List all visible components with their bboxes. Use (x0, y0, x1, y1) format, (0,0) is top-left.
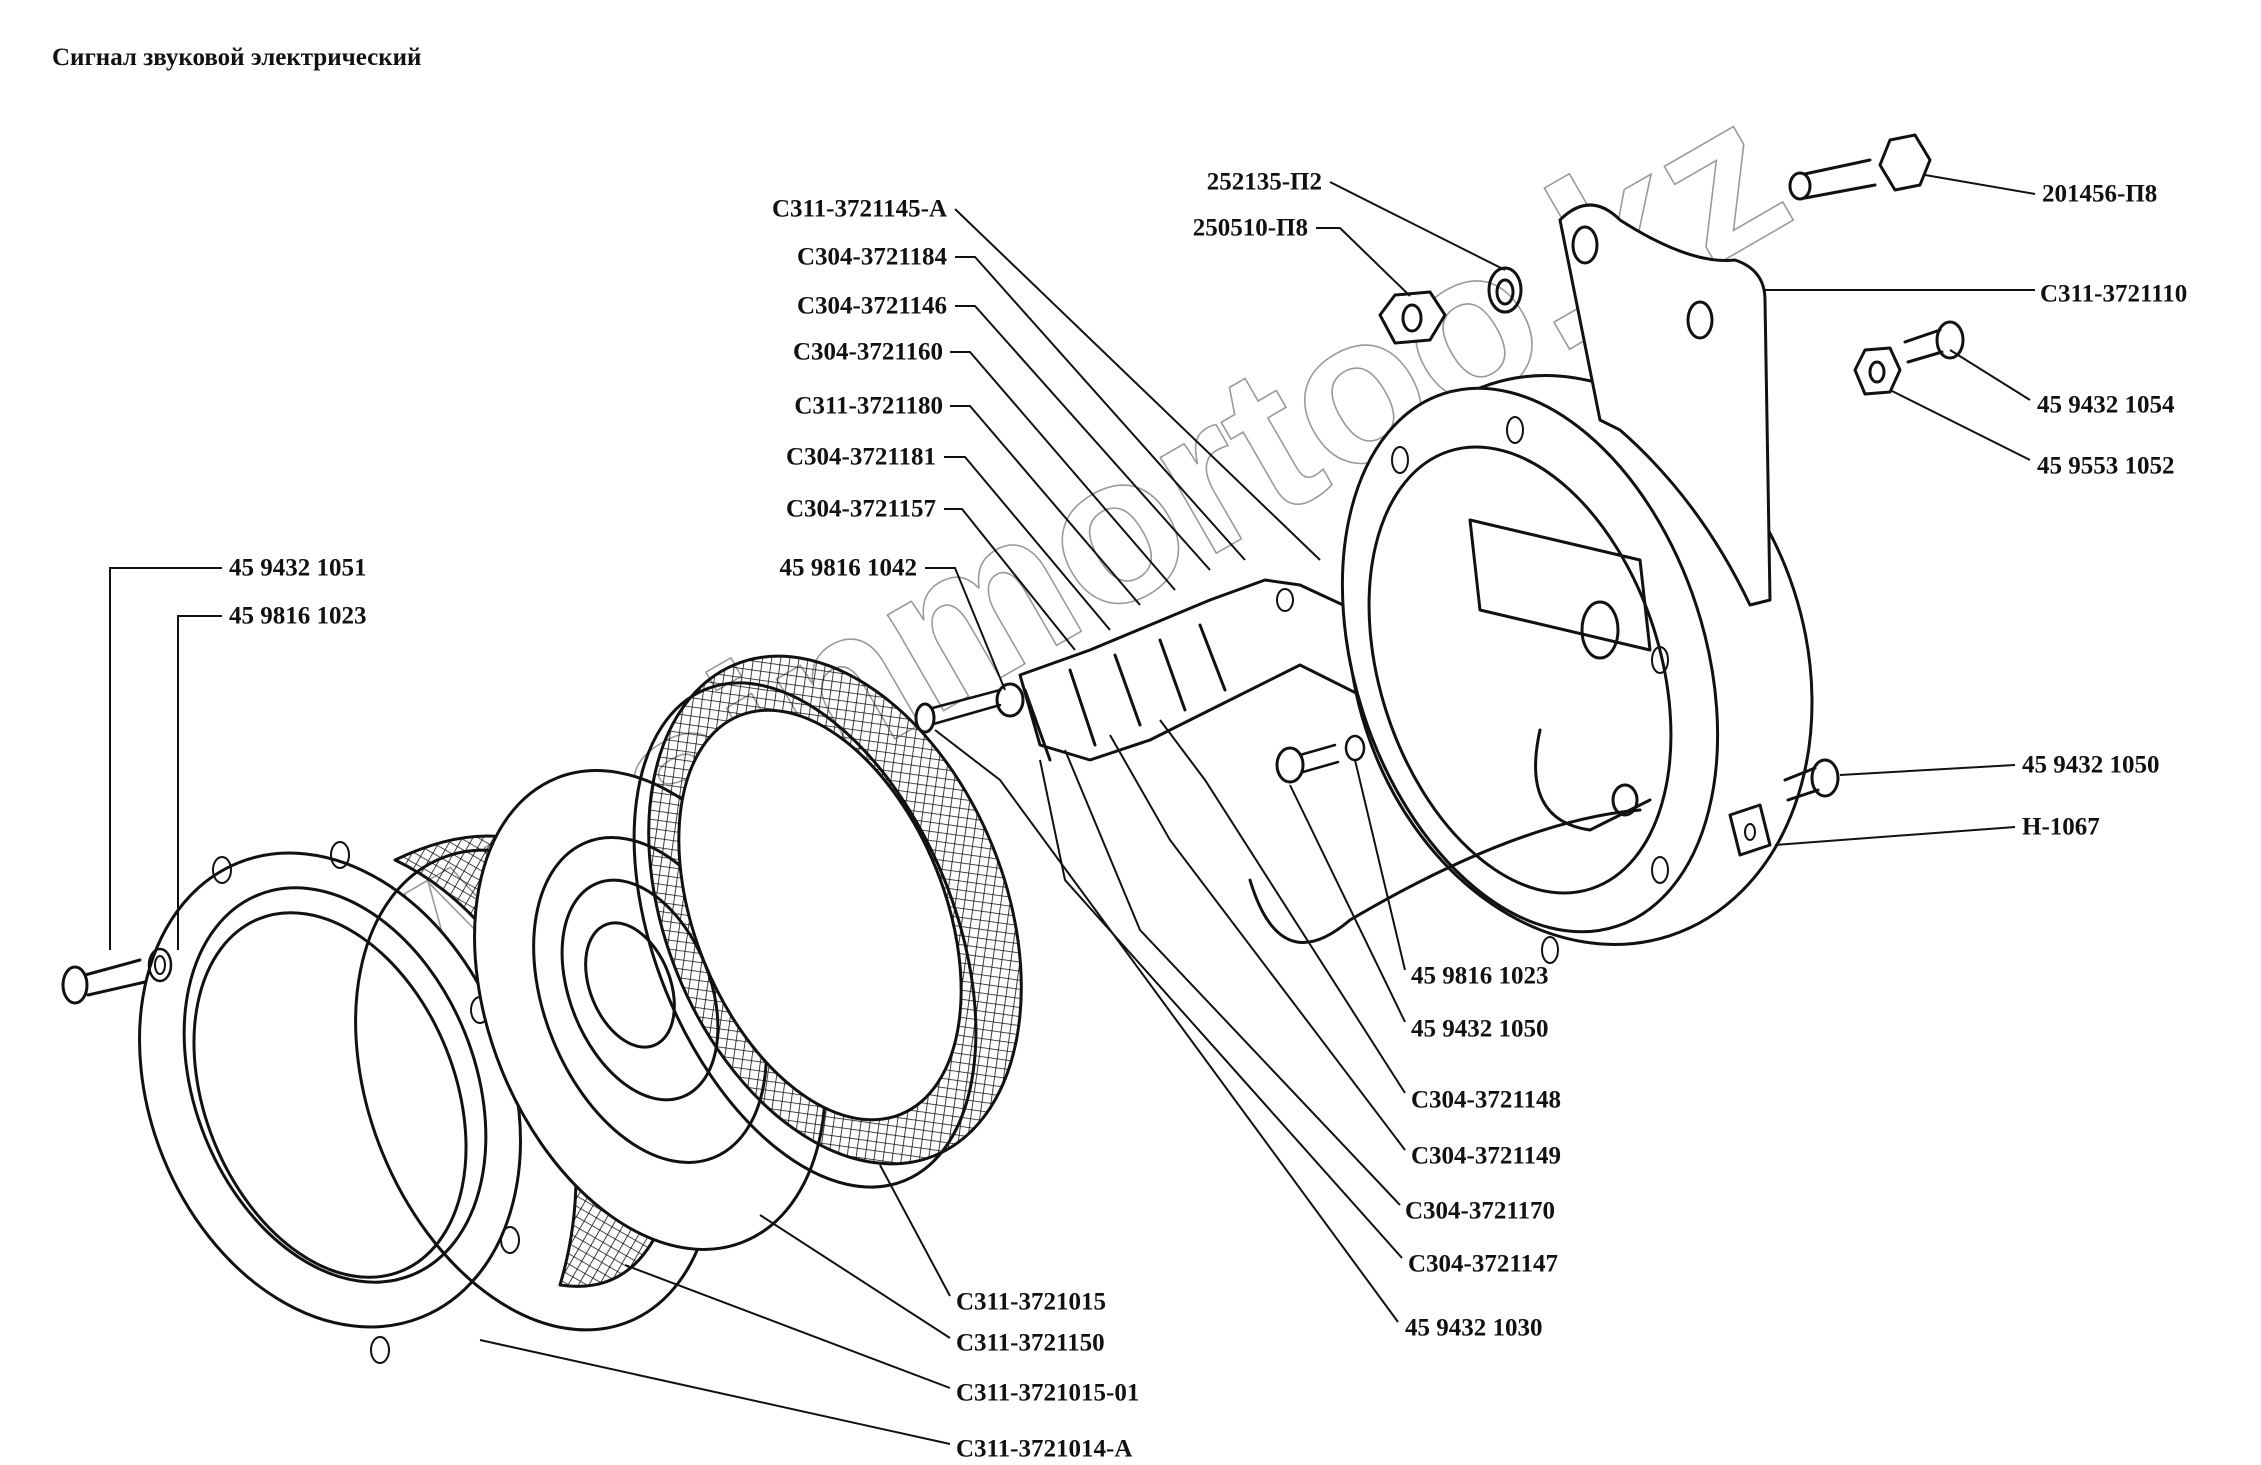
part-label-45-9816-1023-left: 45 9816 1023 (229, 602, 367, 630)
part-label-45-9816-1023-mid: 45 9816 1023 (1411, 962, 1549, 990)
nut-250510 (1378, 290, 1447, 345)
part-label-c311-3721150: С311-3721150 (956, 1329, 1105, 1357)
part-label-45-9432-1050-mid: 45 9432 1050 (1411, 1015, 1549, 1043)
leader-lines (109, 174, 2036, 1445)
part-label-250510-p8: 250510-П8 (1192, 214, 1308, 242)
horn-housing (1248, 374, 1814, 964)
part-label-c304-3721181: С304-3721181 (786, 443, 936, 471)
part-label-c304-3721147: С304-3721147 (1408, 1250, 1558, 1278)
part-label-45-9432-1050-right: 45 9432 1050 (2022, 751, 2160, 779)
page-title: Сигнал звуковой электрический (52, 44, 422, 71)
part-label-c304-3721184: С304-3721184 (797, 243, 947, 271)
part-label-c311-3721110: С311-3721110 (2040, 280, 2188, 308)
part-label-c304-3721157: С304-3721157 (786, 495, 936, 523)
part-label-201456-p8: 201456-П8 (2042, 180, 2158, 208)
screw-left (61, 947, 173, 1005)
mounting-bracket (1558, 203, 1772, 607)
part-label-45-9432-1054: 45 9432 1054 (2037, 391, 2175, 419)
part-label-c311-3721015: С311-3721015 (956, 1288, 1106, 1316)
part-label-c311-3721180: С311-3721180 (794, 392, 943, 420)
screw-1050-right (1783, 758, 1840, 802)
part-label-45-9553-1052: 45 9553 1052 (2037, 452, 2175, 480)
part-label-c311-3721014-a: С311-3721014-А (956, 1435, 1133, 1463)
part-label-252135-p2: 252135-П2 (1206, 168, 1322, 196)
part-label-c304-3721149: С304-3721149 (1411, 1142, 1561, 1170)
bolt-top (1788, 133, 1932, 201)
part-label-c304-3721160: С304-3721160 (793, 338, 943, 366)
nut-1052 (1853, 346, 1902, 396)
part-label-45-9432-1051: 45 9432 1051 (229, 554, 367, 582)
part-label-45-9816-1042: 45 9816 1042 (779, 554, 918, 582)
part-label-c304-3721146: С304-3721146 (797, 292, 947, 320)
part-label-45-9432-1030: 45 9432 1030 (1405, 1314, 1543, 1342)
part-label-c304-3721148: С304-3721148 (1411, 1086, 1561, 1114)
part-label-c311-3721145-a: С311-3721145-А (772, 195, 947, 223)
terminal-H1067 (1728, 803, 1772, 857)
washer-252135 (1487, 266, 1523, 314)
part-label-h-1067: Н-1067 (2022, 813, 2100, 841)
screw-1054 (1903, 320, 1965, 364)
part-label-c304-3721170: С304-3721170 (1405, 1197, 1555, 1225)
resonator-mesh (632, 654, 1023, 1189)
part-label-c311-3721015-01: С311-3721015-01 (956, 1379, 1140, 1407)
